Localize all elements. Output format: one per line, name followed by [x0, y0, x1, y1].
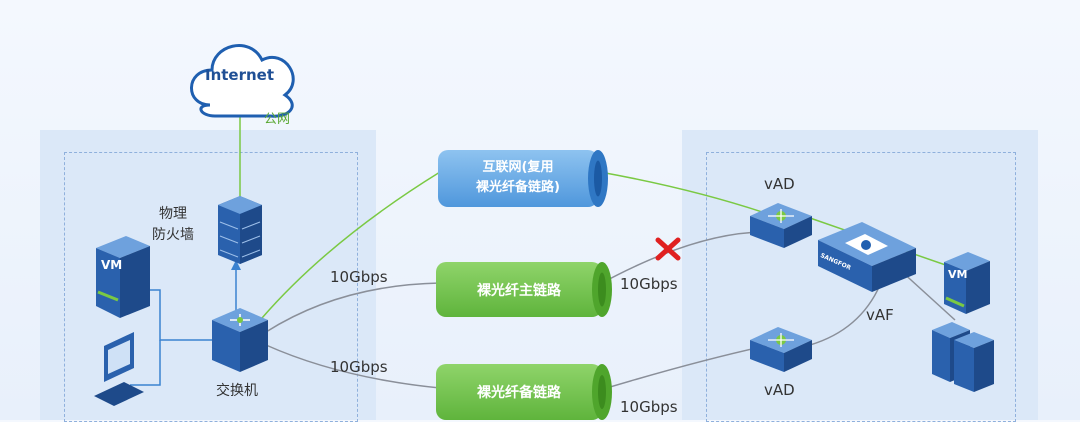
line-switch-internet-tube — [261, 171, 441, 319]
line-vaf-server — [899, 269, 956, 321]
primary-fiber-tube — [436, 262, 612, 317]
rack-servers-icon — [932, 322, 994, 392]
desktop-pc-icon — [94, 332, 144, 406]
backup-fiber-tube — [436, 364, 612, 420]
speed-right-backup: 10Gbps — [620, 398, 678, 416]
line-vad-vaf — [809, 284, 881, 346]
vm-server-icon-right — [944, 252, 990, 314]
vm-right-label: VM — [948, 268, 968, 281]
vad-bottom-label: vAD — [764, 381, 795, 399]
line-pc-switch — [130, 340, 161, 386]
line-backup-vad — [599, 344, 771, 391]
speed-right-primary: 10Gbps — [620, 275, 678, 293]
vaf-label: vAF — [866, 306, 894, 324]
internet-cloud-icon — [190, 44, 295, 118]
vm-server-icon-left — [96, 236, 150, 318]
vm-left-label: VM — [101, 258, 123, 272]
line-switch-primary — [265, 282, 441, 333]
line-vm-switch — [140, 289, 212, 341]
internet-backup-tube — [438, 150, 608, 207]
vad-top-label: vAD — [764, 175, 795, 193]
switch-label: 交换机 — [216, 383, 258, 399]
vaf-appliance-icon — [818, 222, 916, 292]
vad-top-icon — [750, 203, 812, 248]
public-network-label: 公网 — [264, 112, 291, 127]
vad-bottom-icon — [750, 327, 812, 372]
speed-left-primary: 10Gbps — [330, 268, 388, 286]
switch-icon — [212, 308, 268, 372]
failure-x-icon — [655, 237, 681, 261]
internet-backup-tube-label: 互联网(复用 裸光纤备链路) — [476, 160, 560, 195]
speed-left-backup: 10Gbps — [330, 358, 388, 376]
firewall-icon — [218, 196, 262, 264]
arrow-up-firewall — [231, 260, 241, 270]
firewall-label: 物理 防火墙 — [152, 206, 194, 243]
primary-tube-label: 裸光纤主链路 — [477, 283, 561, 299]
line-switch-backup — [265, 344, 441, 389]
internet-label: Internet — [205, 66, 275, 84]
backup-tube-label: 裸光纤备链路 — [477, 385, 561, 401]
line-internet-tube-vad — [599, 171, 781, 219]
